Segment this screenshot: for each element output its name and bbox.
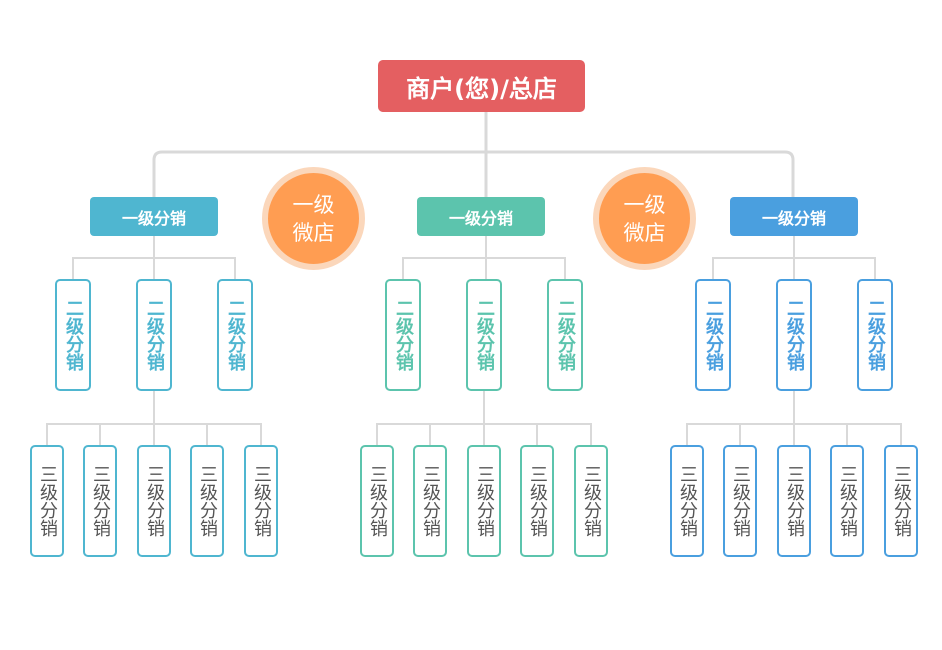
badge-line1: 一级: [623, 192, 666, 217]
level3-node: 三级分销: [413, 445, 447, 557]
level2-label: 二级分销: [784, 299, 805, 371]
level2-node: 二级分销: [466, 279, 502, 391]
level3-label: 三级分销: [197, 465, 218, 537]
micro-store-badge-left: 一级 微店: [262, 167, 365, 270]
level3-node: 三级分销: [777, 445, 811, 557]
level3-label: 三级分销: [527, 465, 548, 537]
level2-node: 二级分销: [695, 279, 731, 391]
level3-node: 三级分销: [830, 445, 864, 557]
level3-label: 三级分销: [677, 465, 698, 537]
level3-node: 三级分销: [670, 445, 704, 557]
level2-node: 二级分销: [385, 279, 421, 391]
level3-node: 三级分销: [83, 445, 117, 557]
level1-node-left: 一级分销: [90, 197, 218, 236]
badge-line2: 微店: [292, 220, 335, 245]
level3-node: 三级分销: [723, 445, 757, 557]
level3-label: 三级分销: [837, 465, 858, 537]
level2-label: 二级分销: [225, 299, 246, 371]
level2-label: 二级分销: [555, 299, 576, 371]
level3-label: 三级分销: [367, 465, 388, 537]
level2-node: 二级分销: [136, 279, 172, 391]
level1-label: 一级分销: [761, 208, 826, 228]
root-label: 商户(您)/总店: [406, 74, 557, 103]
level3-label: 三级分销: [784, 465, 805, 537]
level1-node-right: 一级分销: [730, 197, 858, 236]
level3-label: 三级分销: [251, 465, 272, 537]
branch-0-level3-bus: [46, 423, 262, 445]
level3-node: 三级分销: [244, 445, 278, 557]
badge-line1: 一级: [292, 192, 335, 217]
level3-label: 三级分销: [37, 465, 58, 537]
level3-label: 三级分销: [730, 465, 751, 537]
level3-node: 三级分销: [137, 445, 171, 557]
branch-1-level2-bus: [402, 257, 566, 279]
level3-label: 三级分销: [891, 465, 912, 537]
level1-label: 一级分销: [448, 208, 513, 228]
level2-node: 二级分销: [217, 279, 253, 391]
level2-label: 二级分销: [144, 299, 165, 371]
level3-node: 三级分销: [360, 445, 394, 557]
level1-node-center: 一级分销: [417, 197, 545, 236]
level1-label: 一级分销: [121, 208, 186, 228]
level3-label: 三级分销: [581, 465, 602, 537]
level2-label: 二级分销: [63, 299, 84, 371]
branch-2-level3-bus: [686, 423, 902, 445]
branch-1-level3-bus: [376, 423, 592, 445]
level2-label: 二级分销: [703, 299, 724, 371]
micro-store-badge-right: 一级 微店: [593, 167, 696, 270]
level3-label: 三级分销: [144, 465, 165, 537]
level2-label: 二级分销: [474, 299, 495, 371]
level2-node: 二级分销: [857, 279, 893, 391]
level3-label: 三级分销: [420, 465, 441, 537]
level2-label: 二级分销: [393, 299, 414, 371]
level2-node: 二级分销: [547, 279, 583, 391]
level3-node: 三级分销: [520, 445, 554, 557]
level3-node: 三级分销: [190, 445, 224, 557]
badge-line2: 微店: [623, 220, 666, 245]
root-node: 商户(您)/总店: [378, 60, 585, 112]
level3-node: 三级分销: [574, 445, 608, 557]
level2-node: 二级分销: [776, 279, 812, 391]
level3-label: 三级分销: [90, 465, 111, 537]
level3-node: 三级分销: [467, 445, 501, 557]
level2-label: 二级分销: [865, 299, 886, 371]
branch-0-level2-bus: [72, 257, 236, 279]
level3-label: 三级分销: [474, 465, 495, 537]
branch-2-level2-bus: [712, 257, 876, 279]
top-bus-line: [152, 150, 795, 197]
level2-node: 二级分销: [55, 279, 91, 391]
level3-node: 三级分销: [30, 445, 64, 557]
level3-node: 三级分销: [884, 445, 918, 557]
